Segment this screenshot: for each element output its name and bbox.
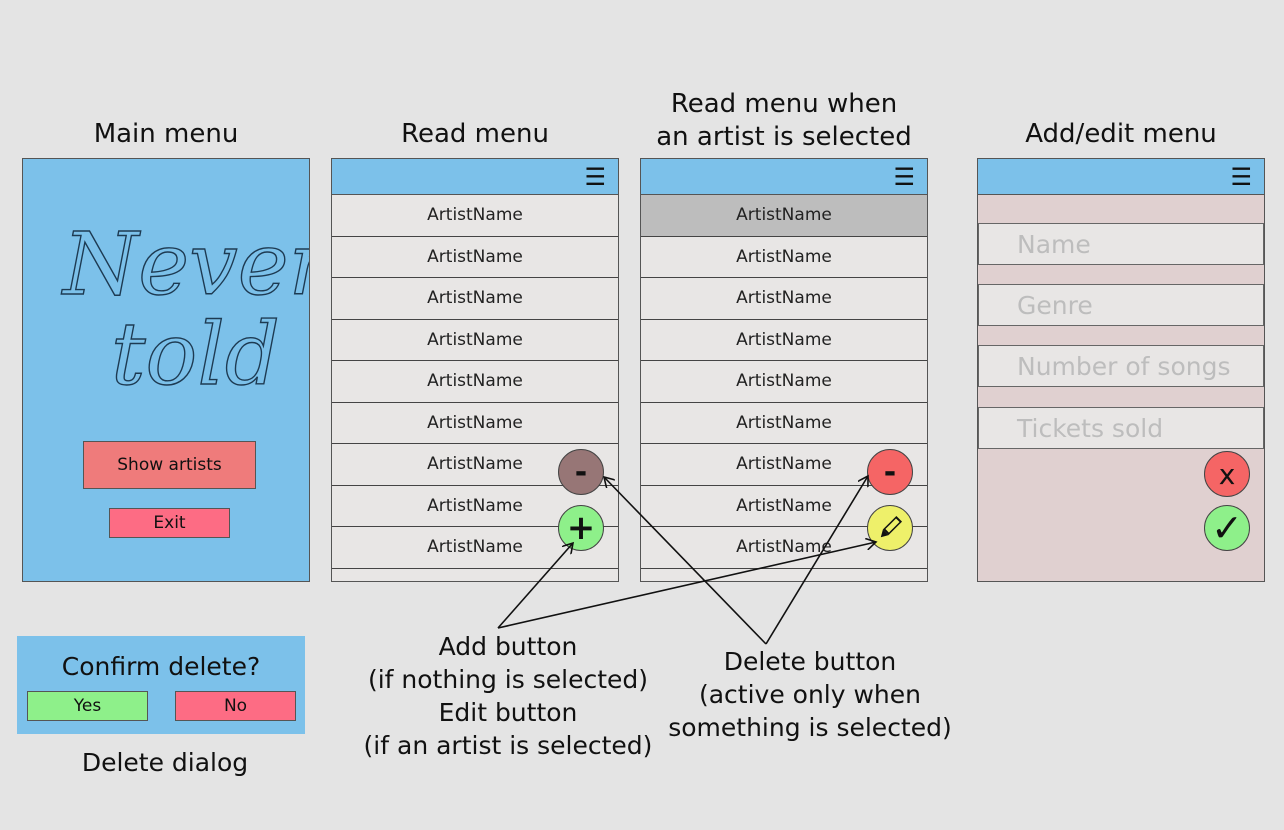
cancel-button[interactable]: x — [1204, 451, 1250, 497]
edit-annotation-line2: (if an artist is selected) — [363, 731, 653, 760]
hamburger-menu-icon[interactable]: ☰ — [1230, 163, 1252, 191]
tickets-sold-field[interactable]: Tickets sold — [978, 407, 1264, 449]
artist-row[interactable]: ArtistName — [641, 278, 927, 320]
artist-row[interactable]: ArtistName — [641, 319, 927, 361]
delete-dialog: Confirm delete? Yes No — [17, 636, 305, 734]
artist-row[interactable]: ArtistName — [332, 361, 618, 403]
genre-field[interactable]: Genre — [978, 284, 1264, 326]
delete-annotation-line1: Delete button — [723, 647, 897, 676]
artist-row[interactable]: ArtistName — [641, 236, 927, 278]
delete-dialog-caption: Delete dialog — [81, 748, 249, 777]
delete-annotation-line3: something is selected) — [668, 713, 952, 742]
add-edit-title: Add/edit menu — [1025, 119, 1217, 149]
edit-button[interactable] — [867, 505, 913, 551]
delete-annotation: Delete button (active only when somethin… — [660, 645, 960, 744]
add-annotation-line1: Add button — [438, 632, 578, 661]
read-selected-title-line2: an artist is selected — [656, 122, 912, 152]
artist-row[interactable]: ArtistName — [332, 319, 618, 361]
artist-row[interactable]: ArtistName — [641, 402, 927, 444]
add-button[interactable]: + — [558, 505, 604, 551]
read-menu-screen: ☰ ArtistName ArtistName ArtistName Artis… — [331, 158, 619, 582]
confirm-button[interactable]: ✓ — [1204, 505, 1250, 551]
read-selected-title: Read menu when an artist is selected — [620, 88, 948, 154]
logo-line-2: told — [111, 305, 280, 405]
artist-row[interactable]: ArtistName — [641, 361, 927, 403]
main-menu-title: Main menu — [93, 119, 239, 149]
read-menu-title: Read menu — [401, 119, 549, 149]
artist-row-selected[interactable]: ArtistName — [641, 195, 927, 237]
main-menu-screen: Never told Show artists Exit — [22, 158, 310, 582]
delete-button-inactive[interactable]: - — [558, 449, 604, 495]
artist-row[interactable]: ArtistName — [332, 402, 618, 444]
read-selected-screen: ☰ ArtistName ArtistName ArtistName Artis… — [640, 158, 928, 582]
read-selected-topbar: ☰ — [641, 159, 927, 195]
logo-line-1: Never — [61, 215, 310, 315]
read-menu-topbar: ☰ — [332, 159, 618, 195]
artist-row[interactable]: ArtistName — [332, 236, 618, 278]
no-button[interactable]: No — [175, 691, 296, 721]
read-selected-title-line1: Read menu when — [670, 89, 898, 119]
name-field[interactable]: Name — [978, 223, 1264, 265]
hamburger-menu-icon[interactable]: ☰ — [893, 163, 915, 191]
delete-annotation-line2: (active only when — [698, 680, 922, 709]
confirm-delete-question: Confirm delete? — [61, 652, 261, 681]
artist-row[interactable]: ArtistName — [332, 278, 618, 320]
show-artists-button[interactable]: Show artists — [83, 441, 256, 489]
delete-button-active[interactable]: - — [867, 449, 913, 495]
hamburger-menu-icon[interactable]: ☰ — [584, 163, 606, 191]
yes-button[interactable]: Yes — [27, 691, 148, 721]
exit-button[interactable]: Exit — [109, 508, 230, 538]
number-of-songs-field[interactable]: Number of songs — [978, 345, 1264, 387]
add-edit-screen: ☰ Name Genre Number of songs Tickets sol… — [977, 158, 1265, 582]
add-edit-topbar: ☰ — [978, 159, 1264, 195]
logo-never-told: Never told — [60, 214, 310, 405]
add-annotation-line2: (if nothing is selected) — [367, 665, 649, 694]
pencil-icon — [880, 515, 903, 538]
edit-annotation-line1: Edit button — [438, 698, 578, 727]
add-edit-annotation: Add button (if nothing is selected) Edit… — [358, 630, 658, 762]
artist-row[interactable]: ArtistName — [332, 195, 618, 237]
